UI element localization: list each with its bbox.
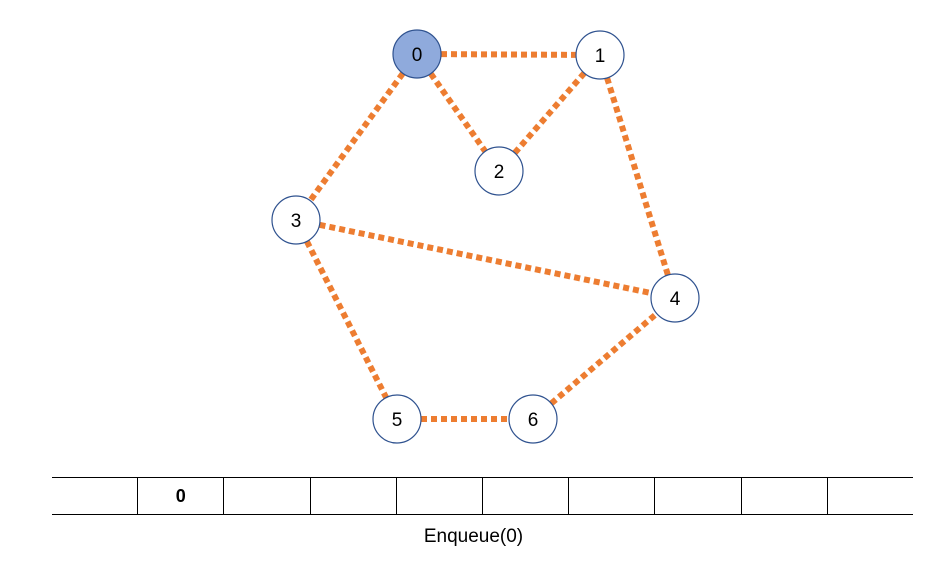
node-label: 6 bbox=[528, 410, 539, 431]
node-circle bbox=[575, 30, 625, 80]
graph-canvas: 0 1 2 3 4 5 6 bbox=[271, 29, 700, 444]
node-circle bbox=[271, 195, 321, 245]
queue-cell bbox=[828, 478, 913, 514]
queue-cell: 0 bbox=[138, 478, 225, 514]
edge-2-1 bbox=[512, 71, 587, 155]
queue-cell bbox=[52, 478, 139, 514]
edge-1-4 bbox=[604, 77, 671, 276]
edge-3-4 bbox=[318, 221, 653, 297]
edge-6-4 bbox=[549, 311, 659, 406]
queue-cell bbox=[483, 478, 570, 514]
node-label: 4 bbox=[670, 289, 681, 310]
node-label: 3 bbox=[291, 211, 302, 232]
queue-cell bbox=[311, 478, 397, 514]
node-1: 1 bbox=[575, 30, 625, 80]
queue-cell bbox=[742, 478, 828, 514]
node-circle bbox=[508, 394, 558, 444]
node-5: 5 bbox=[372, 394, 422, 444]
node-circle bbox=[474, 146, 524, 196]
graph-edges bbox=[304, 51, 671, 422]
node-0: 0 bbox=[392, 29, 442, 79]
queue-cell bbox=[397, 478, 484, 514]
edge-0-1 bbox=[440, 51, 577, 58]
node-4: 4 bbox=[650, 273, 700, 323]
node-label: 2 bbox=[494, 162, 505, 183]
operation-caption: Enqueue(0) bbox=[423, 526, 524, 547]
queue-cell bbox=[655, 478, 742, 514]
queue-cell bbox=[224, 478, 311, 514]
node-6: 6 bbox=[508, 394, 558, 444]
edge-0-2 bbox=[428, 71, 488, 154]
node-label: 1 bbox=[595, 46, 606, 67]
edge-0-3 bbox=[307, 71, 406, 203]
queue-cell bbox=[569, 478, 656, 514]
node-circle bbox=[372, 394, 422, 444]
edge-3-5 bbox=[304, 240, 389, 399]
node-label: 0 bbox=[412, 45, 423, 66]
queue-array: 0 bbox=[52, 477, 913, 515]
node-circle bbox=[392, 29, 442, 79]
graph-nodes: 0 1 2 3 4 5 6 bbox=[271, 29, 700, 444]
node-circle bbox=[650, 273, 700, 323]
node-label: 5 bbox=[392, 410, 403, 431]
node-2: 2 bbox=[474, 146, 524, 196]
node-3: 3 bbox=[271, 195, 321, 245]
